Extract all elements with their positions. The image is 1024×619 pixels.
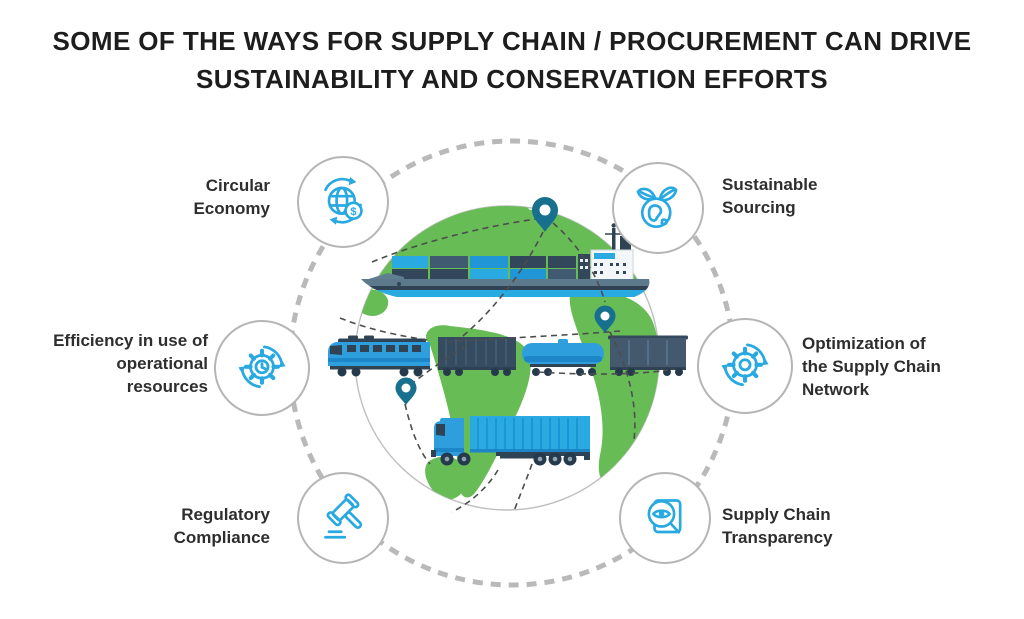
container-truck [431,416,590,466]
globe-leaves-icon [636,186,678,229]
ship-containers [392,256,576,281]
label-supply-chain-transparency: Supply Chain Transparency [722,505,833,547]
badge-sustainable-sourcing [612,162,704,254]
label-efficiency-operational-resources: Efficiency in use of operational resourc… [53,331,208,396]
circular-economy-globe-dollar-icon: $ [324,176,363,225]
badge-circular-economy: $ [297,156,389,248]
tanker-car [522,339,604,376]
dollar-glyph: $ [350,206,356,218]
badge-supply-chain-transparency [619,472,711,564]
page-title-line2: SUSTAINABILITY AND CONSERVATION EFFORTS [196,64,828,94]
label-sustainable-sourcing: Sustainable Sourcing [722,175,818,217]
badge-regulatory-compliance [297,472,389,564]
magnifier-eye-document-icon [647,499,682,534]
location-pins [395,197,616,405]
badge-optimization [697,318,793,414]
label-regulatory-compliance: Regulatory Compliance [173,505,270,547]
gear-sync-arrows-icon [721,343,769,387]
page-title-line1: SOME OF THE WAYS FOR SUPPLY CHAIN / PROC… [52,26,972,56]
cargo-ship [361,223,650,297]
gavel-icon [324,493,363,539]
locomotive [328,335,430,377]
label-supply-chain-network-optimization: Optimization of the Supply Chain Network [802,334,941,399]
dashed-routes [339,218,669,513]
label-circular-economy: Circular Economy [193,176,270,218]
badge-efficiency [214,320,310,416]
gear-clock-arrows-icon [238,345,286,389]
